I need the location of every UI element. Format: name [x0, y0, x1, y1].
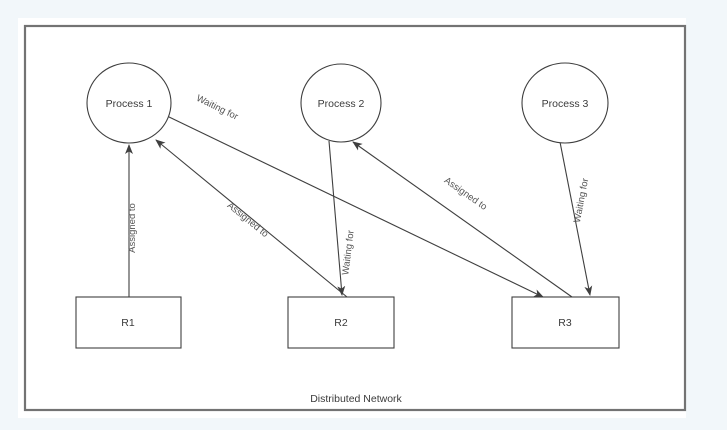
diagram-caption: Distributed Network [310, 393, 402, 405]
node-resource-r1[interactable]: R1 [75, 296, 182, 349]
node-resource-r3[interactable]: R3 [511, 296, 620, 349]
resource-label: R2 [334, 317, 348, 329]
resource-label: R1 [121, 317, 135, 329]
resource-label: R3 [558, 317, 572, 329]
edge-label-waiting-for: Waiting for [340, 230, 356, 276]
resource-rect[interactable] [75, 296, 182, 349]
edge-line [559, 141, 593, 296]
process-circle[interactable] [86, 62, 172, 144]
process-circle[interactable] [521, 62, 609, 144]
process-label: Process 1 [106, 98, 153, 110]
node-process-3[interactable]: Process 3 [521, 62, 609, 144]
process-circle[interactable] [300, 63, 382, 143]
edge-line [352, 141, 573, 298]
process-label: Process 2 [318, 98, 365, 110]
resource-rect[interactable] [287, 296, 395, 349]
edge-label-assigned-to: Assigned to [127, 203, 138, 253]
process-label: Process 3 [542, 98, 589, 110]
node-process-2[interactable]: Process 2 [300, 63, 382, 143]
edge-r1-to-p1: Assigned to [125, 144, 138, 297]
node-resource-r2[interactable]: R2 [287, 296, 395, 349]
edge-line [328, 140, 346, 296]
edge-line [166, 115, 544, 298]
resource-rect[interactable] [511, 296, 620, 349]
edge-line [155, 139, 348, 298]
node-process-1[interactable]: Process 1 [86, 62, 172, 144]
edge-p2-to-r2: Waiting for [328, 140, 357, 296]
